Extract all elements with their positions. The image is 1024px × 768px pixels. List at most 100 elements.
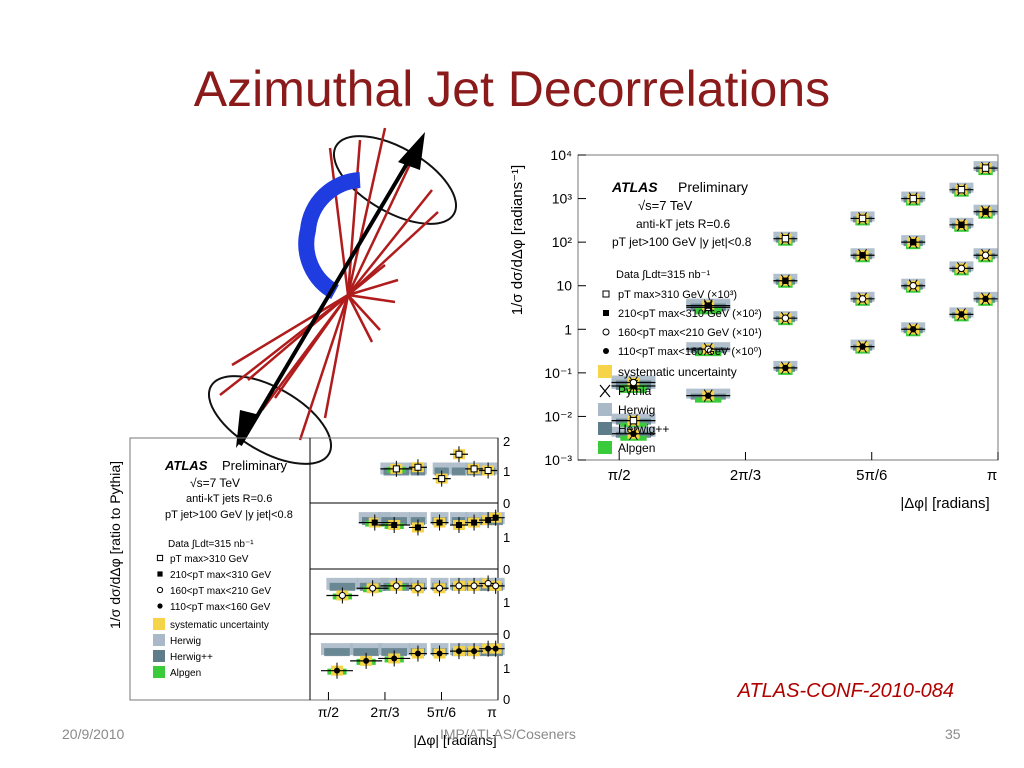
- dist-atlas-label: ATLAS: [611, 179, 658, 195]
- dist-legend-model-label: Alpgen: [618, 441, 655, 455]
- ratio-legend-model-swatch: [153, 650, 165, 662]
- ratio-y-axis-label: 1/σ dσ/dΔφ [ratio to Pythia]: [107, 461, 123, 629]
- jet-track-line: [347, 189, 433, 296]
- ratio-legend-model-label: Alpgen: [170, 668, 201, 679]
- dist-y-tick-label: 10²: [552, 234, 573, 250]
- ratio-y-tick-label: 0: [503, 562, 510, 577]
- ratio-data-point: [392, 582, 400, 590]
- ratio-y-tick-label: 2: [503, 434, 510, 449]
- jet-track-line: [347, 264, 386, 296]
- dist-legend-model-label: Herwig++: [618, 422, 669, 436]
- dist-legend-marker: [602, 328, 610, 336]
- ratio-data-point: [436, 584, 444, 592]
- dist-legend-model-label: Herwig: [618, 403, 655, 417]
- ratio-legend-model-label: Herwig: [170, 636, 201, 647]
- ratio-y-tick-label: 1: [503, 464, 510, 479]
- ratio-x-tick-label: π: [487, 704, 497, 720]
- ratio-legend-marker: [157, 603, 163, 609]
- dist-data-point: [705, 302, 712, 309]
- upper-jet-arrowhead: [398, 132, 425, 170]
- dist-legend-pythia-swatch: [599, 384, 611, 398]
- ratio-jets-label: anti-kT jets R=0.6: [186, 493, 272, 505]
- dist-legend-series-label: 210<pT max<310 GeV (×10²): [618, 308, 762, 320]
- dist-data-point: [957, 264, 966, 273]
- dist-data-point: [629, 416, 638, 425]
- ratio-legend-model-swatch: [153, 666, 165, 678]
- jet-track-line: [260, 294, 350, 411]
- ratio-x-axis-label: |Δφ| [radians]: [413, 732, 496, 748]
- dist-data-point: [910, 238, 917, 246]
- dist-data-point: [859, 343, 866, 350]
- ratio-atlas-label: ATLAS: [164, 458, 208, 473]
- ratio-chart: 1/σ dσ/dΔφ [ratio to Pythia] |Δφ| [radia…: [107, 434, 510, 748]
- jet-track-line: [347, 294, 381, 331]
- ratio-data-point: [438, 475, 446, 483]
- dist-data-point: [705, 392, 712, 399]
- ratio-data-point: [371, 519, 378, 526]
- ratio-x-tick-label: 5π/6: [427, 704, 456, 720]
- ratio-x-tick-label: 2π/3: [370, 704, 399, 720]
- dist-legend-marker: [602, 290, 610, 298]
- jet-track-line: [347, 211, 439, 296]
- distribution-chart: 1/σ dσ/dΔφ [radians⁻¹] |Δφ| [radians] 10…: [509, 147, 999, 512]
- jet-track-line: [346, 294, 374, 343]
- dist-data-point: [629, 378, 638, 387]
- ratio-data-point: [391, 655, 398, 662]
- ratio-data-point: [436, 650, 443, 657]
- jet-track-line: [346, 139, 362, 296]
- dist-jets-label: anti-kT jets R=0.6: [636, 217, 730, 231]
- dist-y-tick-label: 10: [556, 278, 572, 294]
- ratio-data-point: [470, 465, 478, 473]
- ratio-data-point: [455, 648, 462, 655]
- dist-data-point: [782, 364, 789, 372]
- ratio-x-tick-label: π/2: [318, 704, 340, 720]
- dist-data-point: [981, 164, 990, 172]
- footer-date: 20/9/2010: [62, 726, 125, 742]
- dist-legend-model-swatch: [598, 365, 612, 378]
- dist-x-tick-label: π/2: [608, 467, 631, 484]
- ratio-data-point: [492, 514, 499, 521]
- dist-data-point: [781, 234, 790, 243]
- dist-y-tick-label: 10³: [552, 191, 573, 207]
- ratio-cuts-label: pT jet>100 GeV |y jet|<0.8: [165, 509, 293, 521]
- ratio-data-point: [471, 648, 478, 655]
- ratio-preliminary-label: Preliminary: [222, 458, 288, 473]
- dist-legend: ATLAS Preliminary √s=7 TeV anti-kT jets …: [598, 179, 762, 455]
- ratio-energy-label: √s=7 TeV: [190, 476, 240, 490]
- dist-x-tick-label: 5π/6: [856, 467, 887, 484]
- jet-track-line: [298, 294, 350, 441]
- dist-data-point: [981, 251, 990, 259]
- dist-plot-frame: [577, 154, 999, 461]
- dist-y-tick-label: 10⁻²: [544, 408, 572, 424]
- dist-data-point: [858, 214, 867, 223]
- ratio-data-point: [484, 467, 492, 474]
- jet-particle-tracks: [219, 127, 439, 441]
- dijet-event-illustration: [207, 127, 458, 465]
- dist-y-tick-label: 10⁻³: [544, 452, 572, 468]
- dist-legend-model-swatch: [598, 403, 612, 416]
- dist-y-axis-label: 1/σ dσ/dΔφ [radians⁻¹]: [509, 165, 526, 315]
- dist-cuts-label: pT jet>100 GeV |y jet|<0.8: [612, 235, 752, 249]
- dist-legend-series-label: pT max>310 GeV (×10³): [618, 289, 737, 301]
- delta-phi-arc: [298, 172, 361, 300]
- dist-y-tick-label: 10⁻¹: [544, 365, 572, 381]
- jet-track-line: [346, 159, 414, 296]
- dist-x-tick-label: π: [987, 467, 997, 484]
- ratio-herwigpp-box: [353, 648, 379, 657]
- dist-data-point: [704, 345, 712, 353]
- ratio-legend-model-swatch: [153, 634, 165, 646]
- jet-track-line: [347, 278, 399, 297]
- ratio-data-point: [492, 645, 499, 652]
- ratio-legend-series-label: 160<pT max<210 GeV: [170, 586, 271, 597]
- dist-legend-marker: [603, 310, 609, 316]
- dist-y-tick-label: 10⁴: [550, 147, 572, 163]
- ratio-data-point: [333, 667, 340, 674]
- ratio-data-point: [485, 517, 492, 524]
- dist-data-point: [982, 208, 989, 215]
- ratio-data-point: [470, 582, 478, 590]
- dist-legend-marker: [603, 348, 609, 354]
- dist-data-point: [958, 311, 965, 318]
- dist-data-point: [957, 185, 966, 194]
- dist-legend-model-swatch: [598, 422, 612, 435]
